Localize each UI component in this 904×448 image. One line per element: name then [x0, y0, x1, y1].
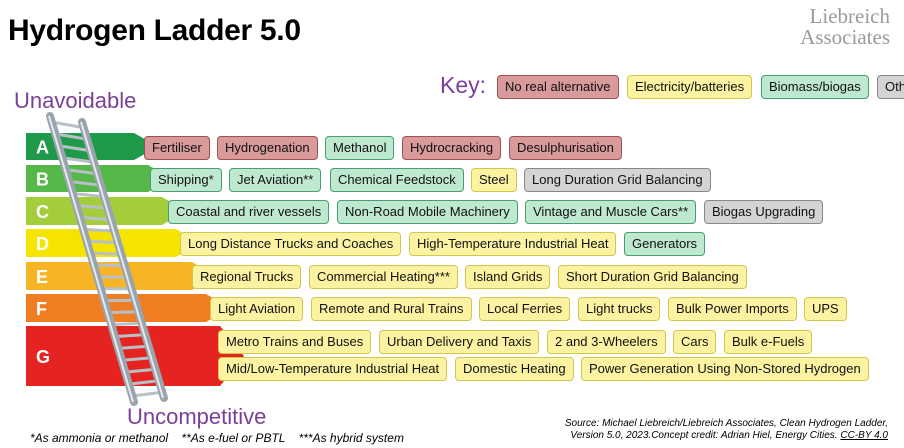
chip-b-4: Long Duration Grid Balancing — [524, 168, 711, 192]
brand-line-2: Associates — [800, 25, 890, 49]
band-g — [26, 326, 244, 386]
chip-g-2: 2 and 3-Wheelers — [547, 330, 666, 354]
chip-e-3: Short Duration Grid Balancing — [558, 265, 747, 289]
key-item-red: No real alternative — [497, 75, 619, 99]
scale-label-top: Unavoidable — [14, 88, 137, 113]
chip-g-3: Cars — [673, 330, 717, 354]
chip-e-2: Island Grids — [465, 265, 551, 289]
chip-b-3: Steel — [471, 168, 517, 192]
source-line-1: Source: Michael Liebreich/Liebreich Asso… — [564, 418, 888, 429]
chip-e-1: Commercial Heating*** — [309, 265, 458, 289]
ladder-rung — [125, 367, 156, 374]
chip-e-0: Regional Trucks — [192, 265, 302, 289]
band-letter-g: G — [36, 347, 50, 367]
band-letter-a: A — [36, 138, 49, 158]
source-line-2-text: Version 5.0, 2023.Concept credit: Adrian… — [570, 430, 838, 441]
ladder-rung — [72, 191, 105, 199]
ladder-rung — [114, 333, 146, 338]
ladder-rung — [86, 239, 118, 245]
chip-c-3: Biogas Upgrading — [704, 200, 824, 224]
band-letter-f: F — [36, 299, 47, 319]
chip-f-4: Bulk Power Imports — [668, 297, 797, 321]
chip-a-1: Hydrogenation — [217, 136, 318, 160]
chip-c-2: Vintage and Muscle Cars** — [525, 200, 697, 224]
page-title: Hydrogen Ladder 5.0 — [8, 14, 301, 47]
ladder-rung — [76, 203, 108, 210]
chip-d-2: Generators — [624, 232, 706, 256]
ladder-rung — [93, 263, 125, 268]
band-letter-c: C — [36, 202, 49, 222]
chip-d-0: Long Distance Trucks and Coaches — [180, 232, 402, 256]
ladder-rail-left-highlight — [48, 115, 134, 403]
ladder-rung — [118, 344, 149, 350]
source-citation: Source: Michael Liebreich/Liebreich Asso… — [565, 418, 888, 442]
ladder-rung — [51, 120, 84, 130]
ladder-rung — [132, 390, 163, 398]
band-letter-d: D — [36, 234, 49, 254]
source-line-2: Version 5.0, 2023.Concept credit: Adrian… — [565, 430, 888, 442]
chip-f-2: Local Ferries — [479, 297, 571, 321]
ladder-rung — [55, 132, 88, 141]
chip-a-3: Hydrocracking — [402, 136, 502, 160]
chip-f-1: Remote and Rural Trains — [311, 297, 472, 321]
chip-f-0: Light Aviation — [210, 297, 304, 321]
ladder-rung — [128, 379, 160, 386]
chip-g-1: Urban Delivery and Taxis — [379, 330, 540, 354]
key-item-green: Biomass/biogas — [761, 75, 869, 99]
ladder-rung — [58, 144, 91, 153]
chip-d-1: High-Temperature Industrial Heat — [409, 232, 617, 256]
ladder-rung — [62, 156, 95, 164]
chip-b-0: Shipping* — [150, 168, 222, 192]
ladder-rung — [107, 310, 139, 315]
band-f — [26, 294, 230, 322]
chip-g-0: Metro Trains and Buses — [218, 330, 372, 354]
chip-g-7: Power Generation Using Non-Stored Hydrog… — [581, 357, 869, 381]
license-link[interactable]: CC-BY 4.0 — [840, 430, 888, 441]
chip-g-5: Mid/Low-Temperature Industrial Heat — [218, 357, 448, 381]
ladder-rung — [69, 180, 101, 187]
scale-label-bottom: Uncompetitive — [127, 404, 267, 429]
footnote: *As ammonia or methanol **As e-fuel or P… — [30, 431, 404, 445]
chip-c-1: Non-Road Mobile Machinery — [337, 200, 518, 224]
chip-a-4: Desulphurisation — [509, 136, 622, 160]
chip-f-5: UPS — [804, 297, 847, 321]
ladder-rung — [121, 356, 153, 362]
ladder-rung — [65, 168, 98, 176]
key-item-grey: Other — [877, 75, 904, 99]
chip-a-0: Fertiliser — [144, 136, 210, 160]
key-label: Key: — [440, 72, 487, 98]
chip-g-4: Bulk e-Fuels — [724, 330, 813, 354]
band-letter-e: E — [36, 267, 48, 287]
chip-c-0: Coastal and river vessels — [168, 200, 330, 224]
ladder-rung — [111, 321, 142, 327]
chip-g-6: Domestic Heating — [455, 357, 574, 381]
band-letter-b: B — [36, 170, 49, 190]
ladder-illustration — [46, 112, 168, 406]
ladder-rail-right-highlight — [80, 121, 164, 399]
chip-a-2: Methanol — [325, 136, 395, 160]
chip-b-1: Jet Aviation** — [229, 168, 322, 192]
ladder-rung — [83, 227, 115, 233]
ladder-rung — [79, 215, 112, 222]
brand-line-1: Liebreich — [809, 4, 890, 28]
chip-b-2: Chemical Feedstock — [330, 168, 464, 192]
key-item-yellow: Electricity/batteries — [627, 75, 753, 99]
chip-f-3: Light trucks — [578, 297, 661, 321]
brand-logo: Liebreich Associates — [800, 6, 890, 48]
ladder-rung — [90, 251, 122, 256]
